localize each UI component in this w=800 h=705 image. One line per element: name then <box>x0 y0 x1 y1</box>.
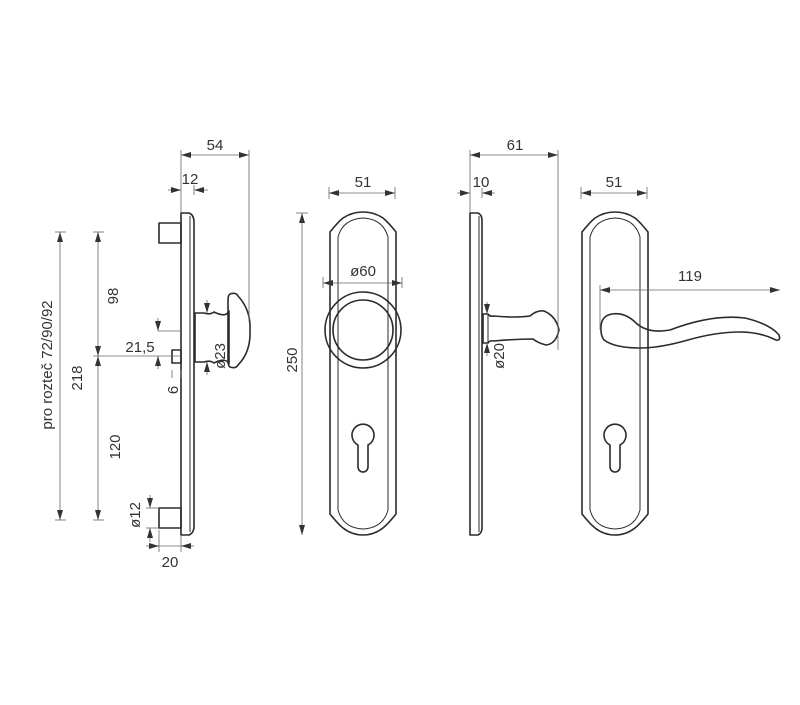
lever-backplate-front <box>581 211 649 536</box>
keyhole <box>351 423 375 473</box>
knob-dome <box>227 292 251 369</box>
dim-upper-98: 98 <box>105 288 122 305</box>
dim-depth-61: 61 <box>507 137 524 154</box>
center-pin <box>171 349 182 364</box>
dim-lever-119: 119 <box>678 268 702 285</box>
backplate-side <box>180 212 195 536</box>
lever-front-view: 51 119 <box>580 174 781 536</box>
knob-rim <box>324 291 402 369</box>
bottom-pin <box>158 507 182 529</box>
dim-lower-120: 120 <box>107 434 124 459</box>
dim-height-250: 250 <box>284 347 301 372</box>
knob-side-view: 54 12 218 pro rozteč 72/90/92 98 120 21,… <box>39 137 251 571</box>
dim-neck-20: ø20 <box>491 343 508 369</box>
dim-plate-12: 12 <box>182 171 199 188</box>
top-pin <box>158 222 182 244</box>
lever-side-profile <box>482 310 560 346</box>
lever-handle <box>600 312 781 349</box>
dim-pin-12: ø12 <box>127 502 144 528</box>
lever-backplate-side <box>469 212 483 536</box>
knob-face <box>332 299 394 361</box>
dim-neck-23: ø23 <box>212 343 229 369</box>
dim-width-51: 51 <box>355 174 372 191</box>
dim-knob-60: ø60 <box>350 263 376 280</box>
lever-side-view: 61 10 ø20 <box>457 137 560 536</box>
lever-keyhole <box>603 423 627 473</box>
dim-lever-width-51: 51 <box>606 174 623 191</box>
dim-pin-20: 20 <box>162 554 179 571</box>
backplate-front <box>329 211 397 536</box>
dim-spacing-218: 218 <box>69 365 86 390</box>
dim-offset-21-5: 21,5 <box>125 339 154 356</box>
knob-front-view: 51 ø60 250 <box>284 174 403 536</box>
dim-plate-10: 10 <box>473 174 490 191</box>
dim-pin-6: 6 <box>165 386 182 394</box>
spacing-note: pro rozteč 72/90/92 <box>39 300 56 429</box>
dim-depth-54: 54 <box>207 137 224 154</box>
